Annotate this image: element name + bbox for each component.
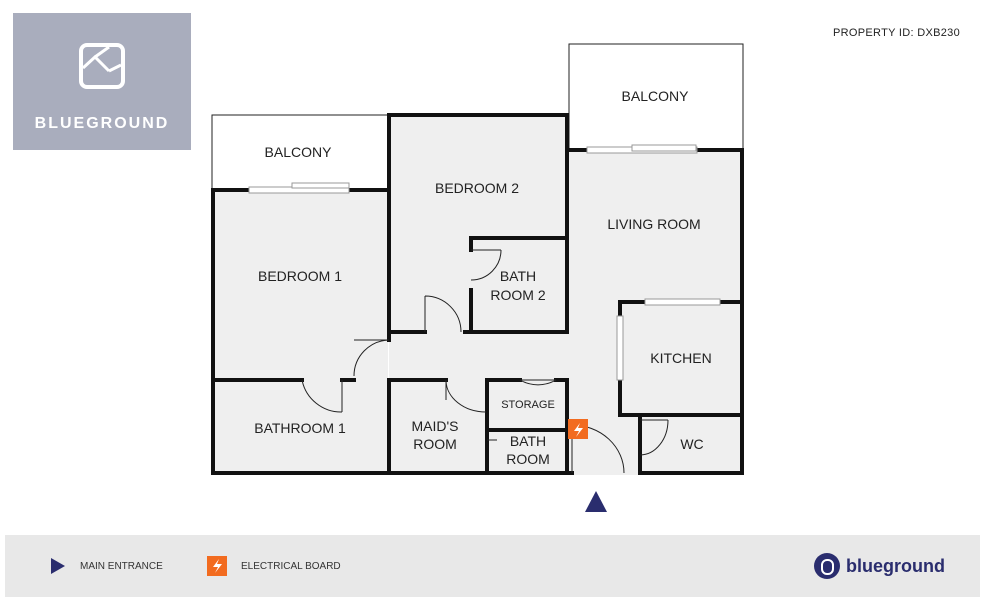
balcony-right-label: BALCONY [622,88,690,104]
brand-badge-icon [814,553,841,579]
main-entrance-icon [585,491,607,512]
electrical-board-icon [568,419,588,439]
legend-main-entrance: MAIN ENTRANCE [50,535,163,597]
electrical-board-legend-icon [207,556,227,576]
maids-room-label-line2: ROOM [413,436,457,452]
main-entrance-legend-icon [51,558,65,574]
walls [211,113,744,475]
legend-bar: MAIN ENTRANCE ELECTRICAL BOARD bluegroun… [5,535,980,597]
storage-label: STORAGE [501,399,555,411]
brand-text: blueground [846,555,945,576]
balcony-left-label: BALCONY [265,144,333,160]
hallway-floor [389,332,567,380]
bathroom2-label-line2: ROOM 2 [490,287,545,303]
bedroom1-floor [213,190,388,380]
legend-main-entrance-label: MAIN ENTRANCE [80,560,163,572]
living-room-floor [567,150,742,475]
bedroom2-label: BEDROOM 2 [435,180,519,196]
bathroom-label-line2: ROOM [506,451,550,467]
balcony-left [211,114,389,191]
maids-room-label-line1: MAID'S [411,418,458,434]
logo-text: BLUEGROUND [34,115,170,132]
kitchen-label: KITCHEN [650,350,711,366]
floor-plan: BALCONY BALCONY BEDROOM 1 BEDROOM 2 BATH… [211,43,744,512]
living-room-label: LIVING ROOM [607,216,700,232]
property-id: PROPERTY ID: DXB230 [833,27,960,39]
legend-electrical-board: ELECTRICAL BOARD [207,535,341,597]
bedroom1-label: BEDROOM 1 [258,268,342,284]
blueground-brand: blueground [814,550,945,582]
windows [248,144,721,381]
wc-label: WC [680,436,703,452]
bedroom2-floor [389,115,567,332]
bathroom-label-line1: BATH [510,433,546,449]
bathroom1-label: BATHROOM 1 [254,420,346,436]
balcony-right [568,43,744,151]
logo-mark-icon [79,43,125,89]
bathroom2-label-line1: BATH [500,268,536,284]
blueground-logo: BLUEGROUND [13,13,191,150]
legend-electrical-board-label: ELECTRICAL BOARD [241,560,341,572]
